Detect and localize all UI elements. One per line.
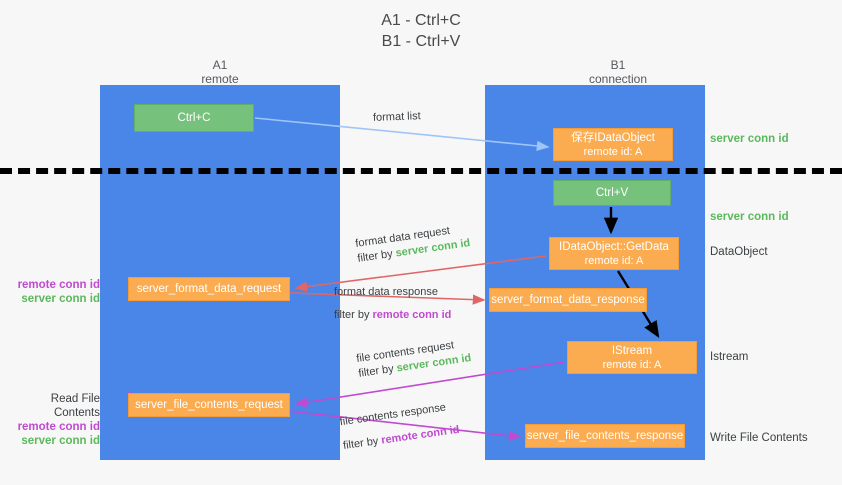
annotation-remote-conn-id-1: remote conn id xyxy=(17,279,100,291)
node-idataobject-line1: 保存IDataObject xyxy=(571,131,655,144)
edge-label-format-data-response-filter: filter by remote conn id xyxy=(334,308,451,323)
annotation-server-conn-id-2: server conn id xyxy=(21,435,100,447)
phase-separator xyxy=(0,168,842,174)
node-server-file-contents-response[interactable]: server_file_contents_response xyxy=(525,424,685,448)
node-getdata-line1: IDataObject::GetData xyxy=(559,240,669,253)
filter-prefix: filter by xyxy=(357,362,398,380)
node-server-format-data-response[interactable]: server_format_data_response xyxy=(489,288,647,312)
node-server-format-data-request-label: server_format_data_request xyxy=(136,283,282,295)
node-server-format-data-response-label: server_format_data_response xyxy=(491,294,645,306)
node-ctrl-c[interactable]: Ctrl+C xyxy=(134,104,254,132)
column-header-b1-role: connection xyxy=(588,72,648,86)
arrow-format-list xyxy=(254,117,550,151)
column-header-b1-name: B1 xyxy=(610,58,626,72)
annotation-read-file-contents: Read File Contents xyxy=(50,393,100,419)
annotation-write-file-contents: Write File Contents xyxy=(710,432,808,444)
column-header-b1: B1 connection xyxy=(528,58,708,86)
column-header-a1: A1 remote xyxy=(130,58,310,86)
arrow-file-contents-request xyxy=(294,361,565,408)
page-title: A1 - Ctrl+C B1 - Ctrl+V xyxy=(0,10,842,52)
node-server-file-contents-response-label: server_file_contents_response xyxy=(526,430,684,442)
annotation-read-file-contents-group: Read File Contents remote conn id server… xyxy=(4,392,100,448)
node-idataobject[interactable]: 保存IDataObject remote id: A xyxy=(553,128,673,161)
node-ctrl-v-label: Ctrl+V xyxy=(595,187,629,199)
annotation-remote-conn-id-2: remote conn id xyxy=(17,421,100,433)
node-istream[interactable]: IStream remote id: A xyxy=(567,341,697,374)
filter-prefix: filter by xyxy=(342,434,383,452)
node-idataobject-line2: remote id: A xyxy=(583,145,643,158)
node-getdata[interactable]: IDataObject::GetData remote id: A xyxy=(549,237,679,270)
node-getdata-line2: remote id: A xyxy=(584,254,644,267)
node-ctrl-v[interactable]: Ctrl+V xyxy=(553,180,671,206)
edge-label-format-list-text: format list xyxy=(372,110,421,124)
node-ctrl-c-label: Ctrl+C xyxy=(177,112,211,124)
annotation-istream: Istream xyxy=(710,351,749,363)
column-header-a1-role: remote xyxy=(201,72,239,86)
annotation-conn-ids-upper: remote conn id server conn id xyxy=(8,278,100,306)
filter-prefix: filter by xyxy=(356,247,397,265)
edge-label-format-data-response-line1: format data response xyxy=(334,286,438,298)
node-server-format-data-request[interactable]: server_format_data_request xyxy=(128,277,290,301)
annotation-server-conn-id-top: server conn id xyxy=(710,133,789,145)
column-header-a1-name: A1 xyxy=(212,58,228,72)
annotation-dataobject: DataObject xyxy=(710,246,768,258)
title-line-1: A1 - Ctrl+C xyxy=(381,12,461,29)
title-line-2: B1 - Ctrl+V xyxy=(381,33,461,50)
arrow-format-data-request xyxy=(294,255,547,292)
filter-prefix: filter by xyxy=(334,309,373,321)
filter-value-remote-conn-id: remote conn id xyxy=(372,309,452,321)
annotation-server-conn-id-1: server conn id xyxy=(21,293,100,305)
node-istream-line2: remote id: A xyxy=(602,358,662,371)
node-server-file-contents-request-label: server_file_contents_request xyxy=(135,399,283,411)
node-server-file-contents-request[interactable]: server_file_contents_request xyxy=(128,393,290,417)
node-istream-line1: IStream xyxy=(611,344,653,357)
edge-label-format-data-response: format data response filter by remote co… xyxy=(334,285,451,323)
edge-label-format-list: format list xyxy=(373,109,421,126)
annotation-server-conn-id-mid: server conn id xyxy=(710,211,789,223)
